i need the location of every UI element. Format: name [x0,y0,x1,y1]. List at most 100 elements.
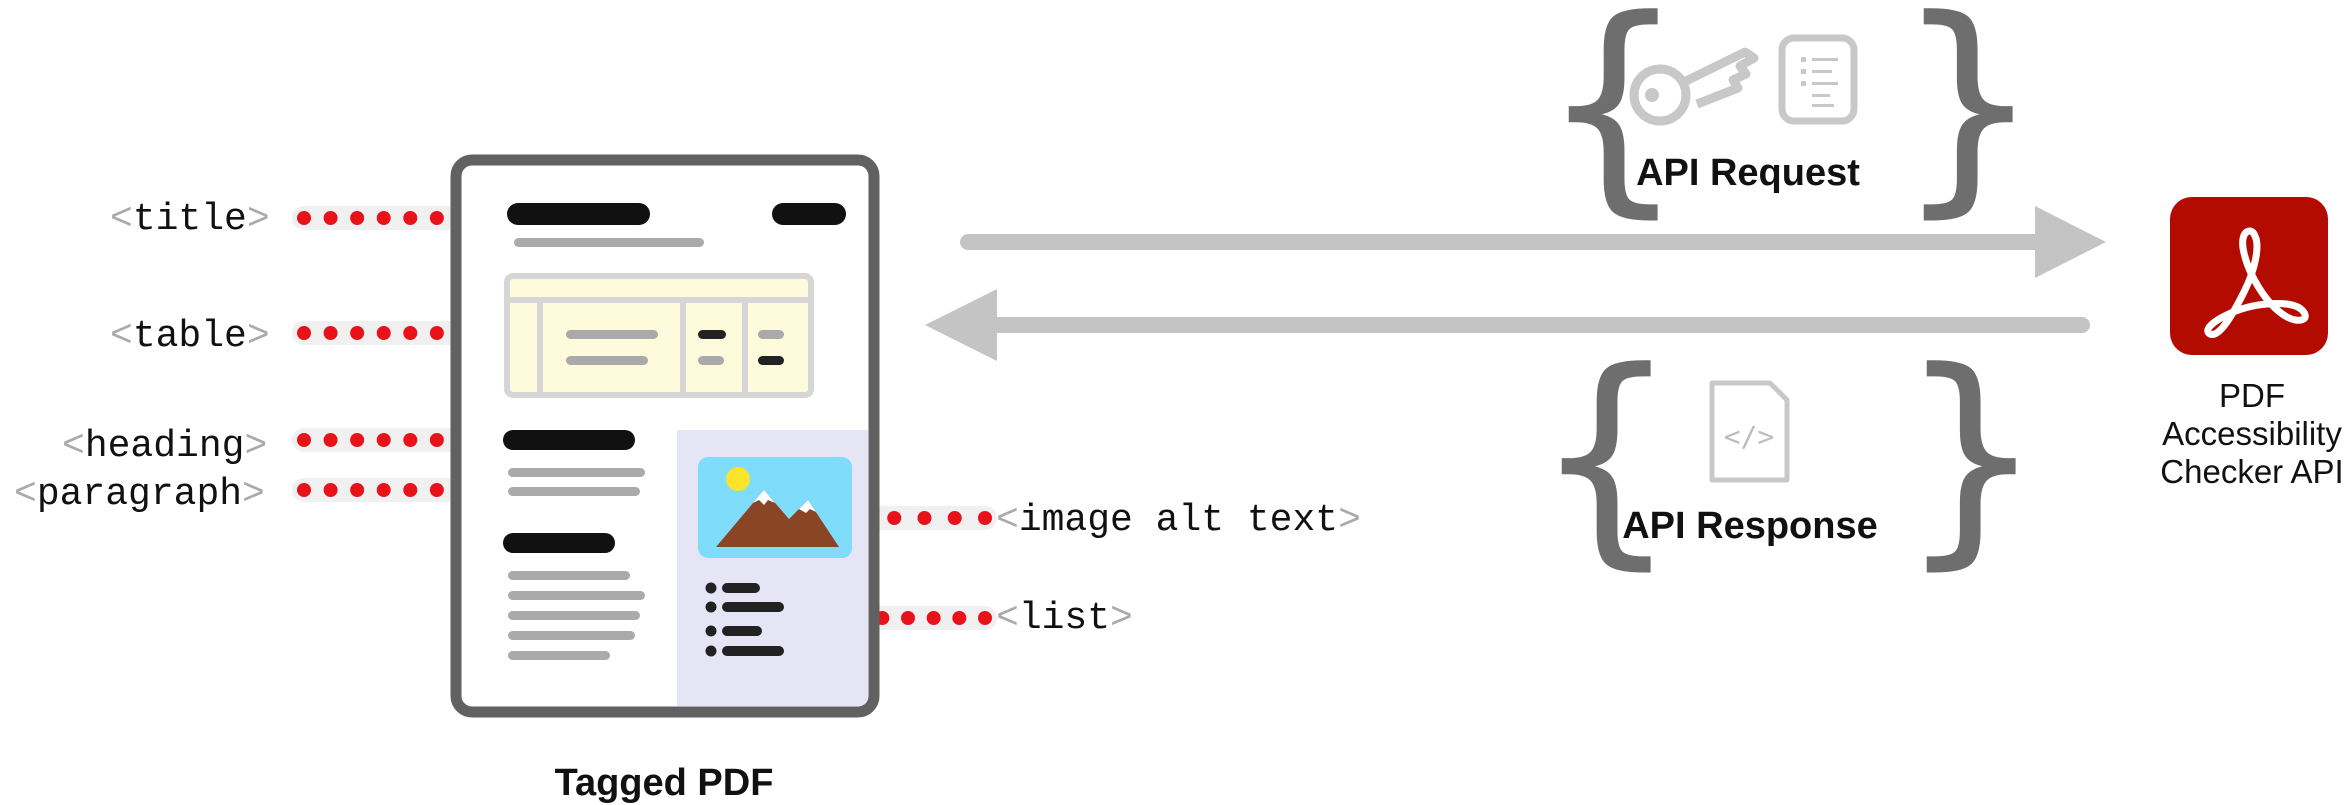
image-leader-dot [947,511,962,525]
title-leader-dot [429,211,444,225]
title-leader-band [292,206,502,230]
list-item-line [722,646,784,656]
list-item-line [722,602,784,612]
document-subtitle-line [514,238,704,247]
response-arrowhead [925,289,997,361]
tag-open-bracket: < [14,473,37,516]
document-icon [1778,34,1858,125]
paragraph-line [508,591,645,600]
svg-text:<title>: <title> [110,198,270,241]
document-list [705,582,784,657]
tag-close-bracket: > [1110,597,1133,640]
list-leader-dot [926,611,941,625]
image-leader-dot [917,511,932,525]
title-leader-dot [297,211,311,225]
tag-open-bracket: < [996,499,1019,542]
paragraph-leader-dot [297,483,311,497]
service-name-line3: Checker API [2160,453,2343,490]
table-leader-band [292,321,502,345]
heading-leader-dot [350,433,365,447]
tag-list: <list> [996,597,1133,640]
table-cell-line [698,330,726,339]
tag-heading: <heading> [62,425,267,468]
paragraph-line [508,611,640,620]
tag-title: <title> [110,198,270,241]
tag-close-bracket: > [247,315,270,358]
document-title-bar [507,203,650,225]
table-leader-dot [403,326,418,340]
mountain-snowcap [799,500,816,513]
table-cell-line [566,356,648,365]
tag-paragraph-label: paragraph [37,473,242,516]
code-file-icon: </> [1709,380,1790,483]
table-leader-dot [323,326,338,340]
tag-list-label: list [1019,597,1110,640]
table-cell-line [758,330,784,339]
sun-icon [726,467,750,491]
paragraph-line [508,651,610,660]
tag-paragraph: <paragraph> [14,473,265,516]
tag-table-label: table [133,315,247,358]
tag-title-label: title [133,198,247,241]
image-leader-dot [978,511,992,525]
paragraph-leader-band [292,478,502,502]
right-brace: } [1898,323,2044,590]
response-arrow [925,289,2090,361]
paragraph-line [508,468,645,477]
list-bullet [705,582,717,594]
svg-text:<paragraph>: <paragraph> [14,473,265,516]
table-leader-dot [350,326,365,340]
document-title-badge [772,203,846,225]
heading-leader-dot [376,433,391,447]
tagged-pdf-document [450,154,880,718]
image-leader-dot [887,511,902,525]
api-response-block: { } </> API Response [1533,323,2044,590]
table-leader-dot [429,326,444,340]
paragraph-leader-dot [376,483,391,497]
tag-close-bracket: > [247,198,270,241]
tag-open-bracket: < [110,198,133,241]
service-name-line1: PDF [2219,377,2285,414]
list-bullet [705,645,717,657]
service-name-line2: Accessibility [2162,415,2342,452]
heading-leader-dot [403,433,418,447]
table-leader-dot [376,326,391,340]
tag-close-bracket: > [1338,499,1361,542]
svg-text:<table>: <table> [110,315,270,358]
svg-text:<heading>: <heading> [62,425,267,468]
list-bullet [705,625,717,637]
list-leader-dot [901,611,915,625]
request-arrowhead [2035,206,2106,278]
table-cell-line [566,330,658,339]
heading-leader-dot [297,433,311,447]
table-frame [504,273,814,398]
list-bullet [705,601,717,613]
tag-close-bracket: > [244,425,267,468]
title-leader-dot [323,211,338,225]
paragraph-leader-dot [429,483,444,497]
paragraph-leader-dot [403,483,418,497]
list-leader-dot [952,611,967,625]
list-leader-dot [978,611,992,625]
tag-open-bracket: < [110,315,133,358]
pdf-accessibility-checker-service: PDF Accessibility Checker API [2160,197,2344,490]
key-icon [1629,47,1759,126]
mountain-snowcap [753,490,775,505]
api-request-label: API Request [1636,152,1860,194]
request-arrow [960,206,2106,278]
paragraph-leader-dot [350,483,365,497]
paragraph-line [508,487,640,496]
tag-image-alt-text: <image alt text> [996,499,1361,542]
code-glyph: </> [1724,420,1775,453]
list-item-line [722,626,762,636]
tag-table: <table> [110,315,270,358]
tag-close-bracket: > [242,473,265,516]
api-request-block: { } API Request [1540,0,2041,238]
document-subheading-bar [503,533,615,553]
acrobat-logo-mark [2204,227,2309,338]
tagged-pdf-caption: Tagged PDF [555,762,774,804]
table-cell-line [698,356,724,365]
heading-leader-dot [323,433,338,447]
title-leader-dot [376,211,391,225]
